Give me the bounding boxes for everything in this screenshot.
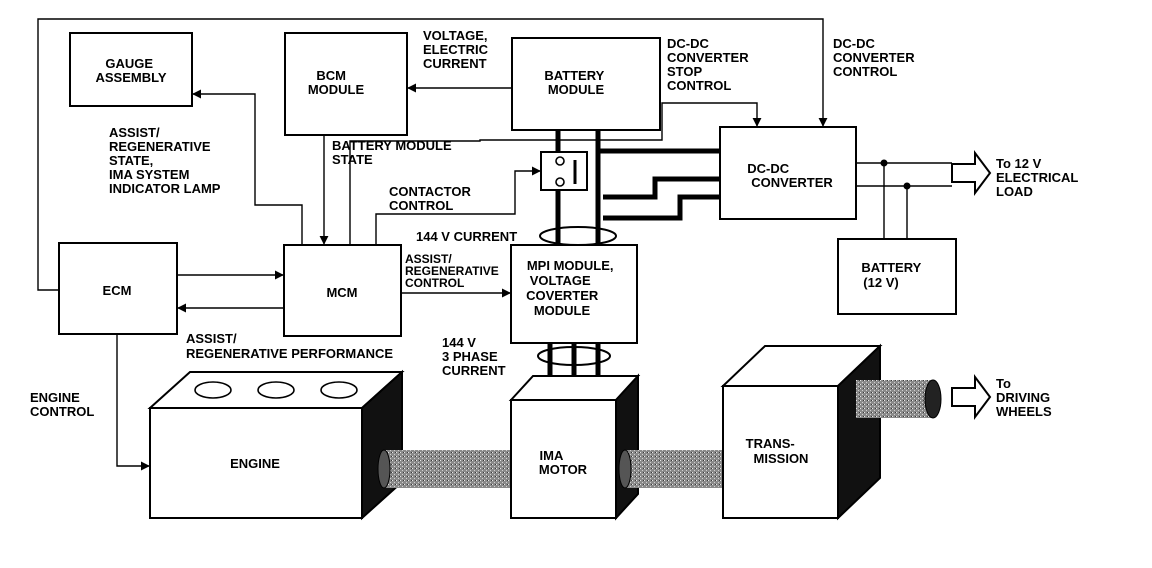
battery-12v-label: BATTERY (12 V) (861, 260, 924, 290)
engine-motor-shaft (377, 449, 511, 489)
ecm-label: ECM (103, 283, 132, 298)
engine-label: ENGINE (230, 456, 280, 471)
mpi-module-block: MPI MODULE, VOLTAGE COVERTER MODULE (510, 244, 638, 344)
ima-motor-block: IMA MOTOR (508, 373, 641, 521)
high-voltage-cables (537, 130, 720, 376)
transmission-block: TRANS- MISSION (720, 343, 883, 521)
gauge-assembly-label: GAUGE ASSEMBLY (95, 56, 166, 85)
motor-transmission-shaft (618, 449, 723, 489)
engine-control-label: ENGINE CONTROL (30, 390, 94, 419)
output-shaft (856, 379, 942, 419)
driving-wheels-arrow (951, 374, 992, 420)
assist-regen-control-label: ASSIST/ REGENERATIVE CONTROL (405, 252, 502, 290)
current-sensor-ring (539, 226, 617, 246)
contactor-switch (540, 151, 588, 191)
signal-lines (37, 18, 828, 471)
battery-module-label: BATTERY MODULE (544, 68, 607, 97)
engine-block: ENGINE (147, 369, 405, 521)
assist-state-label: ASSIST/ REGENERATIVE STATE, IMA SYSTEM I… (109, 125, 221, 196)
dcdc-stop-control-label: DC-DC CONVERTER STOP CONTROL (667, 36, 752, 93)
current-sensor-ring (537, 346, 611, 366)
twelve-volt-wiring (856, 159, 952, 239)
gauge-assembly-block: GAUGE ASSEMBLY (69, 32, 193, 107)
battery-12v-block: BATTERY (12 V) (837, 238, 957, 315)
mcm-label: MCM (326, 285, 357, 300)
bcm-module-block: BCM MODULE (284, 32, 408, 136)
three-phase-current-label: 144 V 3 PHASE CURRENT (442, 335, 506, 378)
battery-module-block: BATTERY MODULE (511, 37, 661, 131)
assist-regen-performance-label: ASSIST/ REGENERATIVE PERFORMANCE (186, 331, 393, 361)
bcm-module-label: BCM MODULE (308, 68, 365, 97)
ima-motor-label: IMA MOTOR (539, 448, 588, 477)
dcdc-converter-label: DC-DC CONVERTER (747, 161, 833, 190)
driving-wheels-label: To DRIVING WHEELS (996, 376, 1054, 419)
contactor-control-label: CONTACTOR CONTROL (389, 184, 474, 213)
electrical-load-label: To 12 V ELECTRICAL LOAD (996, 156, 1082, 199)
dcdc-control-label: DC-DC CONVERTER CONTROL (833, 36, 918, 79)
mcm-block: MCM (283, 244, 402, 337)
engine-cylinder (194, 381, 232, 399)
ecm-block: ECM (58, 242, 178, 335)
engine-cylinder (257, 381, 295, 399)
mpi-module-label: MPI MODULE, VOLTAGE COVERTER MODULE (526, 258, 617, 318)
current-144v-label: 144 V CURRENT (416, 229, 517, 244)
transmission-label: TRANS- MISSION (746, 436, 809, 466)
battery-module-state-label: BATTERY MODULE STATE (332, 138, 455, 167)
engine-cylinder (320, 381, 358, 399)
voltage-current-label: VOLTAGE, ELECTRIC CURRENT (423, 28, 492, 71)
dcdc-converter-block: DC-DC CONVERTER (719, 126, 857, 220)
electrical-load-arrow (951, 150, 992, 196)
